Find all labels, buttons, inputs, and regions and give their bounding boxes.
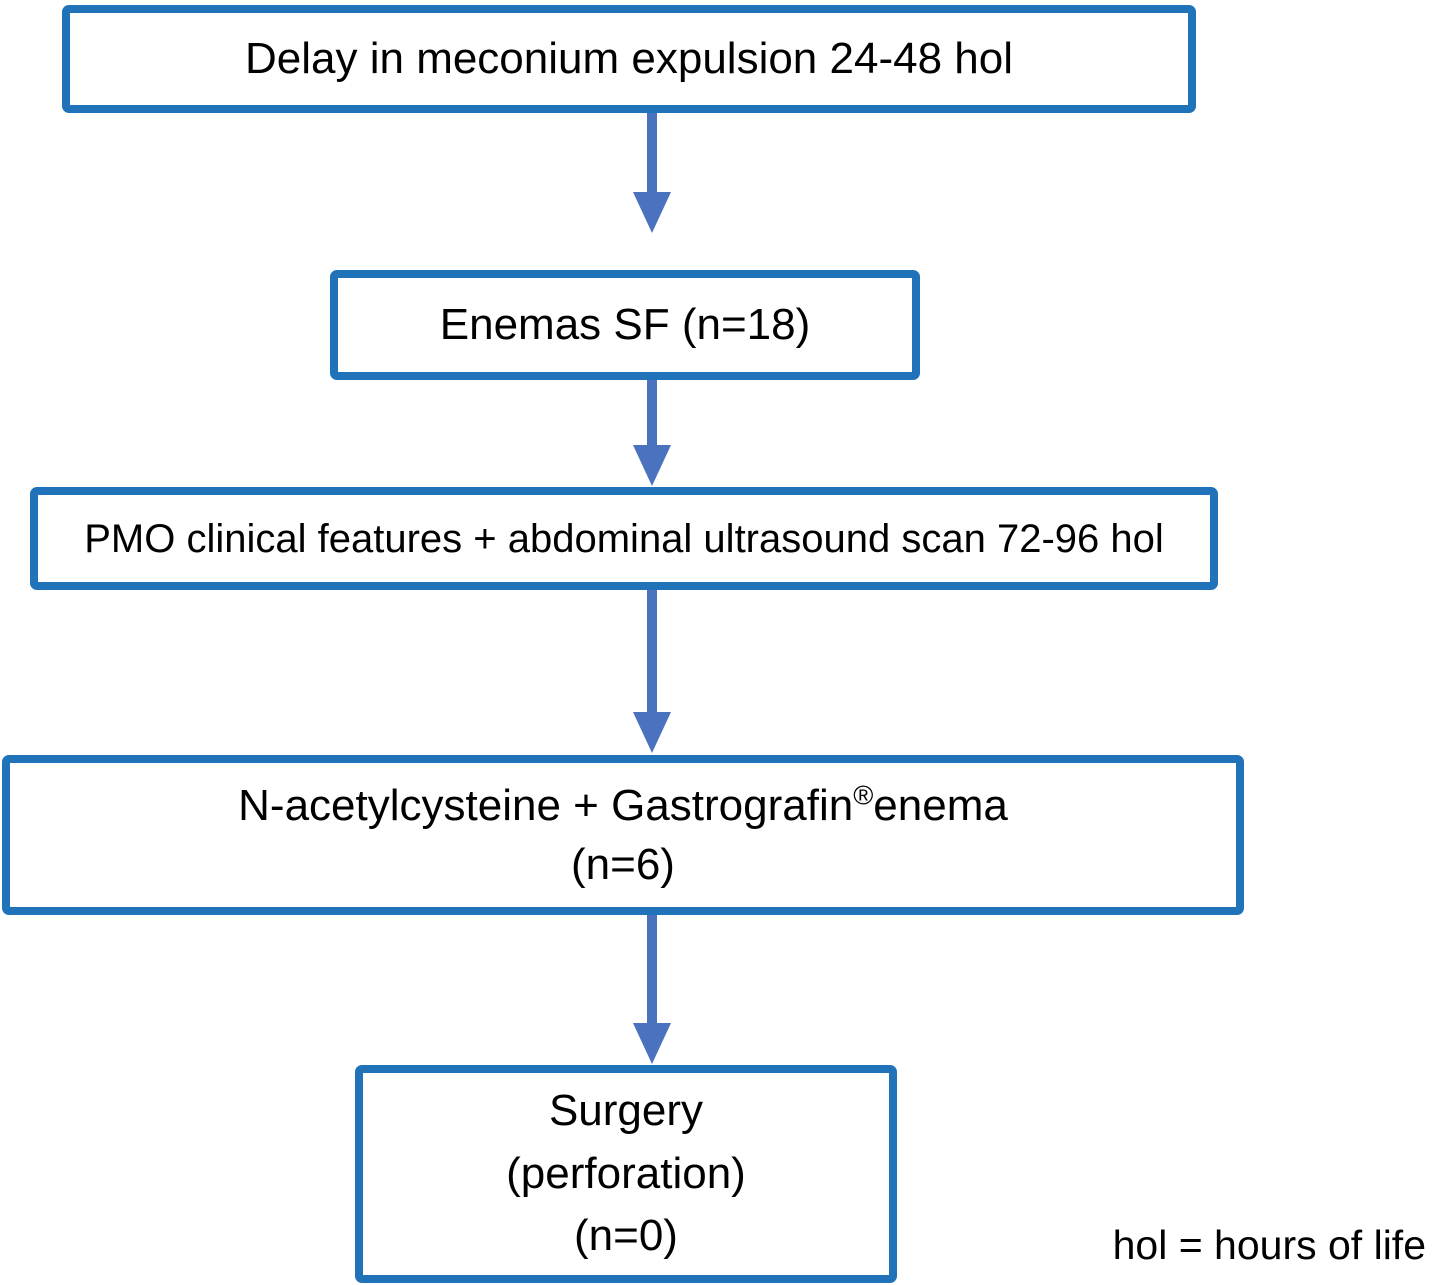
arrow-down-icon <box>633 192 671 233</box>
arrow-down-icon <box>647 915 657 1026</box>
flow-box-label-line2: (n=6) <box>571 840 675 889</box>
arrow-down-icon <box>633 445 671 486</box>
flow-box-label: Delay in meconium expulsion 24-48 hol <box>245 34 1013 84</box>
flow-box-label: Enemas SF (n=18) <box>439 300 811 350</box>
arrow-down-icon <box>633 712 671 753</box>
flow-box-label-part: enema <box>873 780 1008 830</box>
flow-box-label-line2: (perforation) <box>506 1148 746 1198</box>
flow-box-label: PMO clinical features + abdominal ultras… <box>84 516 1164 561</box>
arrow-down-icon <box>647 380 657 448</box>
flow-box-label-line3: (n=0) <box>574 1211 678 1261</box>
arrow-down-icon <box>633 1023 671 1064</box>
arrow-down-icon <box>647 113 657 195</box>
flow-box-label-line1: Surgery <box>548 1086 704 1136</box>
flow-box-surgery: Surgery (perforation) (n=0) <box>355 1065 897 1283</box>
flow-box-label-line1: N-acetylcysteine + Gastrografin®enema <box>238 776 1008 835</box>
flow-box-delay-meconium-expulsion: Delay in meconium expulsion 24-48 hol <box>62 5 1196 113</box>
footnote-hol-definition: hol = hours of life <box>1112 1222 1426 1268</box>
registered-trademark-symbol: ® <box>853 778 874 810</box>
flow-box-nac-gastrografin-enema: N-acetylcysteine + Gastrografin®enema (n… <box>2 755 1244 915</box>
arrow-down-icon <box>647 590 657 715</box>
flow-box-label-part: N-acetylcysteine + Gastrografin <box>238 780 854 830</box>
flow-box-enemas-sf: Enemas SF (n=18) <box>330 270 920 380</box>
flow-box-pmo-clinical-features: PMO clinical features + abdominal ultras… <box>30 487 1218 590</box>
